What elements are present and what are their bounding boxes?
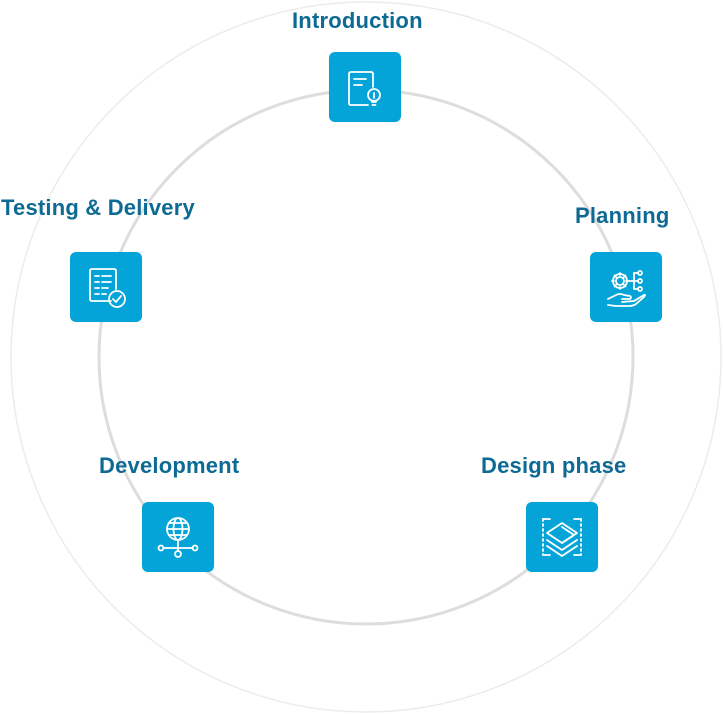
checklist-check-icon <box>89 268 126 308</box>
stage-tile-testing-delivery[interactable] <box>70 252 142 322</box>
stage-label-design-phase: Design phase <box>481 453 627 478</box>
stage-label-introduction: Introduction <box>292 8 423 33</box>
document-lightbulb-icon <box>348 71 381 106</box>
globe-network-icon <box>157 517 199 558</box>
stage-tile-design-phase[interactable] <box>526 502 598 572</box>
stage-label-planning: Planning <box>575 203 670 228</box>
stage-tile-development[interactable] <box>142 502 214 572</box>
stage-label-development: Development <box>99 453 240 478</box>
stage-tile-planning[interactable] <box>590 252 662 322</box>
stage-label-testing-delivery: Testing & Delivery <box>1 195 195 220</box>
gear-network-hand-icon <box>607 270 646 307</box>
outer-ring <box>10 1 722 713</box>
stage-tile-introduction[interactable] <box>329 52 401 122</box>
layered-diamond-icon <box>542 518 582 557</box>
